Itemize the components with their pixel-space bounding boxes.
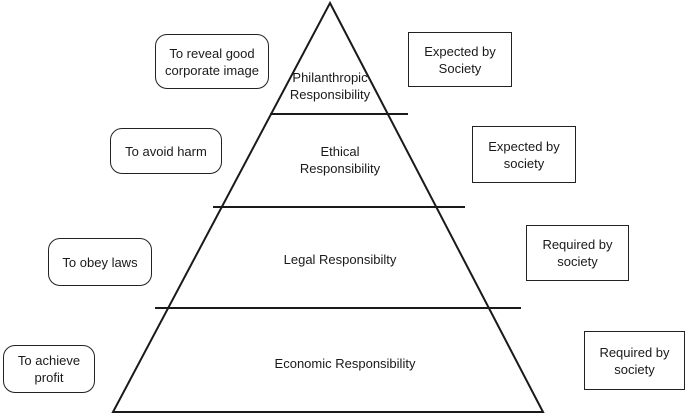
- expectation-box-economic: Required by society: [584, 331, 685, 390]
- expectation-box-philanthropic: Expected by Society: [408, 32, 512, 87]
- tier-philanthropic-label: Philanthropic Responsibility: [289, 70, 371, 102]
- expectation-box-legal: Required by society: [526, 225, 629, 281]
- tier-economic-label: Economic Responsibility: [274, 355, 416, 371]
- expectation-box-ethical: Expected by society: [472, 126, 576, 183]
- tier-ethical-label: Ethical Responsibility: [299, 144, 381, 176]
- purpose-box-ethical: To avoid harm: [110, 128, 222, 174]
- purpose-box-economic: To achieve profit: [3, 345, 95, 393]
- tier-legal-label: Legal Responsibilty: [283, 251, 397, 267]
- purpose-box-legal: To obey laws: [48, 238, 152, 286]
- purpose-box-philanthropic: To reveal good corporate image: [155, 34, 269, 89]
